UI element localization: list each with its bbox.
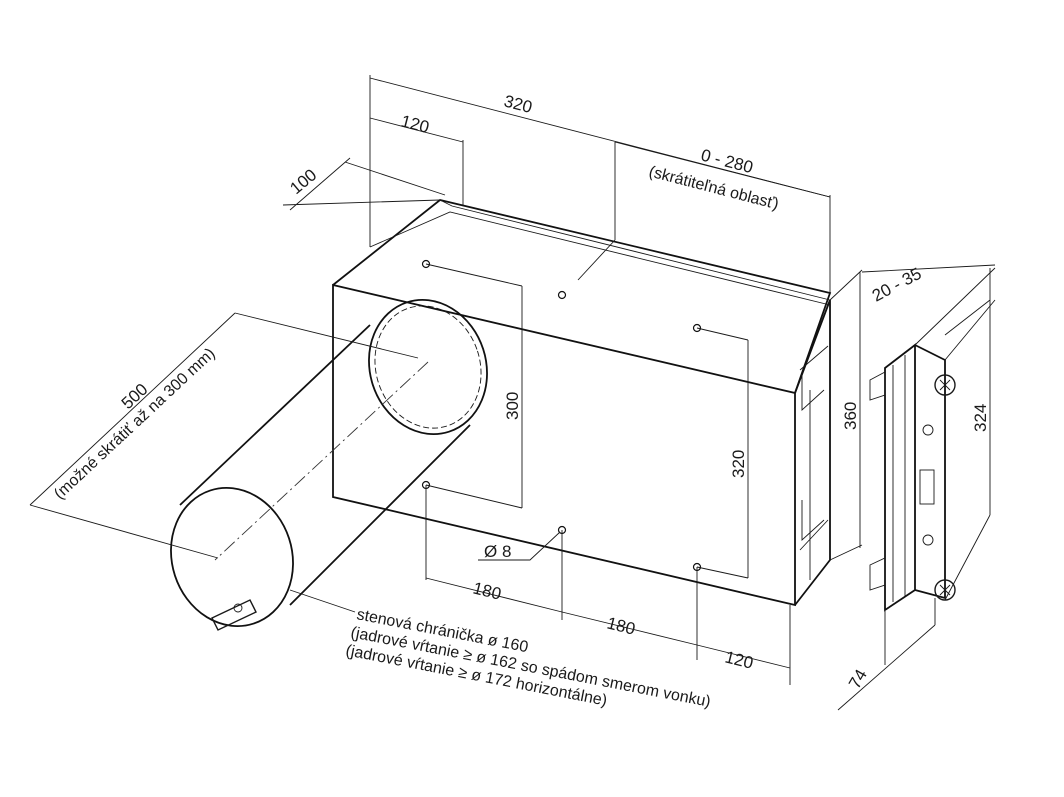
tube-clamp	[211, 599, 257, 631]
screw-top	[934, 374, 956, 396]
hole-top-mid	[557, 290, 567, 300]
label-180-left: 180	[471, 578, 503, 603]
dim-line-300	[425, 263, 523, 509]
label-74: 74	[845, 666, 871, 692]
screw-crosses	[939, 379, 951, 596]
dim-line-500	[29, 312, 419, 559]
cover-clips	[869, 371, 886, 591]
tube-rim-inner	[374, 305, 482, 429]
tube-top-edge	[179, 324, 371, 506]
dim-line-324	[944, 268, 991, 601]
clamp-screw	[233, 603, 243, 613]
label-324: 324	[971, 404, 990, 432]
cover-hole-bottom	[922, 534, 934, 546]
wall-sleeve-tube	[170, 298, 488, 631]
label-500-note: (možné skrátiť až na 300 mm)	[51, 345, 219, 503]
cover-grooves	[892, 355, 906, 602]
box-top-edge	[439, 199, 831, 301]
mounting-holes	[421, 259, 702, 572]
label-300: 300	[503, 392, 522, 420]
box-right-brackets	[801, 375, 825, 542]
tube-bottom-edge	[289, 424, 471, 606]
dim-line-120-top	[369, 117, 464, 143]
dim-line-0-280	[614, 141, 831, 198]
dim-line-320-right	[696, 327, 749, 579]
box-split-line	[577, 239, 616, 281]
label-360: 360	[841, 402, 860, 430]
label-0-280: 0 - 280	[699, 145, 755, 177]
dim-line-100	[282, 157, 446, 211]
cover-hole-top	[922, 424, 934, 436]
label-320-right: 320	[729, 450, 748, 478]
box-top-inner-edge	[369, 211, 831, 306]
label-dia-8: Ø 8	[484, 542, 511, 561]
outer-cover	[869, 343, 956, 612]
tube-end	[170, 486, 294, 628]
dim-line-360	[829, 269, 863, 561]
cover-front	[914, 344, 946, 600]
label-120-bottom: 120	[723, 647, 755, 672]
label-120-top: 120	[399, 111, 431, 136]
label-180-right: 180	[605, 613, 637, 638]
dimension-lines	[29, 75, 996, 711]
tube-rim-outer	[368, 298, 488, 436]
box-right-face	[794, 299, 831, 606]
box-top-face	[332, 199, 832, 394]
box-right-slots	[799, 345, 829, 551]
leader-dia-8	[478, 531, 561, 561]
dim-line-20-35	[861, 264, 996, 361]
ext-top	[369, 75, 831, 293]
cover-side	[884, 343, 916, 612]
label-100: 100	[286, 165, 320, 198]
wall-box	[332, 199, 832, 607]
dim-line-74	[837, 598, 936, 711]
cover-slot	[919, 469, 935, 505]
dim-line-bottom	[425, 577, 791, 669]
label-adjustable-note: (skrátiteľná oblasť)	[647, 163, 780, 213]
ext-bottom	[425, 485, 791, 685]
tube-centerline	[214, 361, 429, 561]
box-front-face	[332, 283, 796, 607]
leader-note	[289, 589, 356, 613]
